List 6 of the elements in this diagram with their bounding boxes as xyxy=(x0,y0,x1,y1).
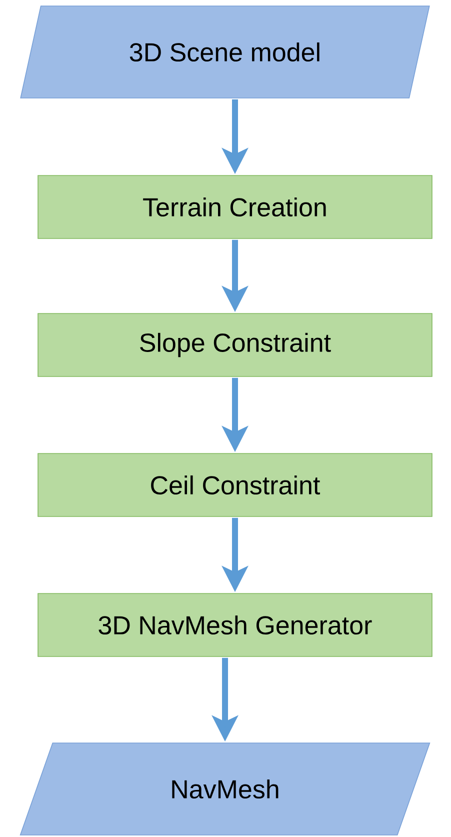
process-box: Terrain Creation xyxy=(38,175,432,239)
process-box: Slope Constraint xyxy=(38,313,432,377)
process-box: Ceil Constraint xyxy=(38,453,432,517)
input-output-parallelogram: NavMesh xyxy=(20,742,430,836)
process-box: 3D NavMesh Generator xyxy=(38,593,432,657)
input-output-parallelogram: 3D Scene model xyxy=(20,6,430,98)
